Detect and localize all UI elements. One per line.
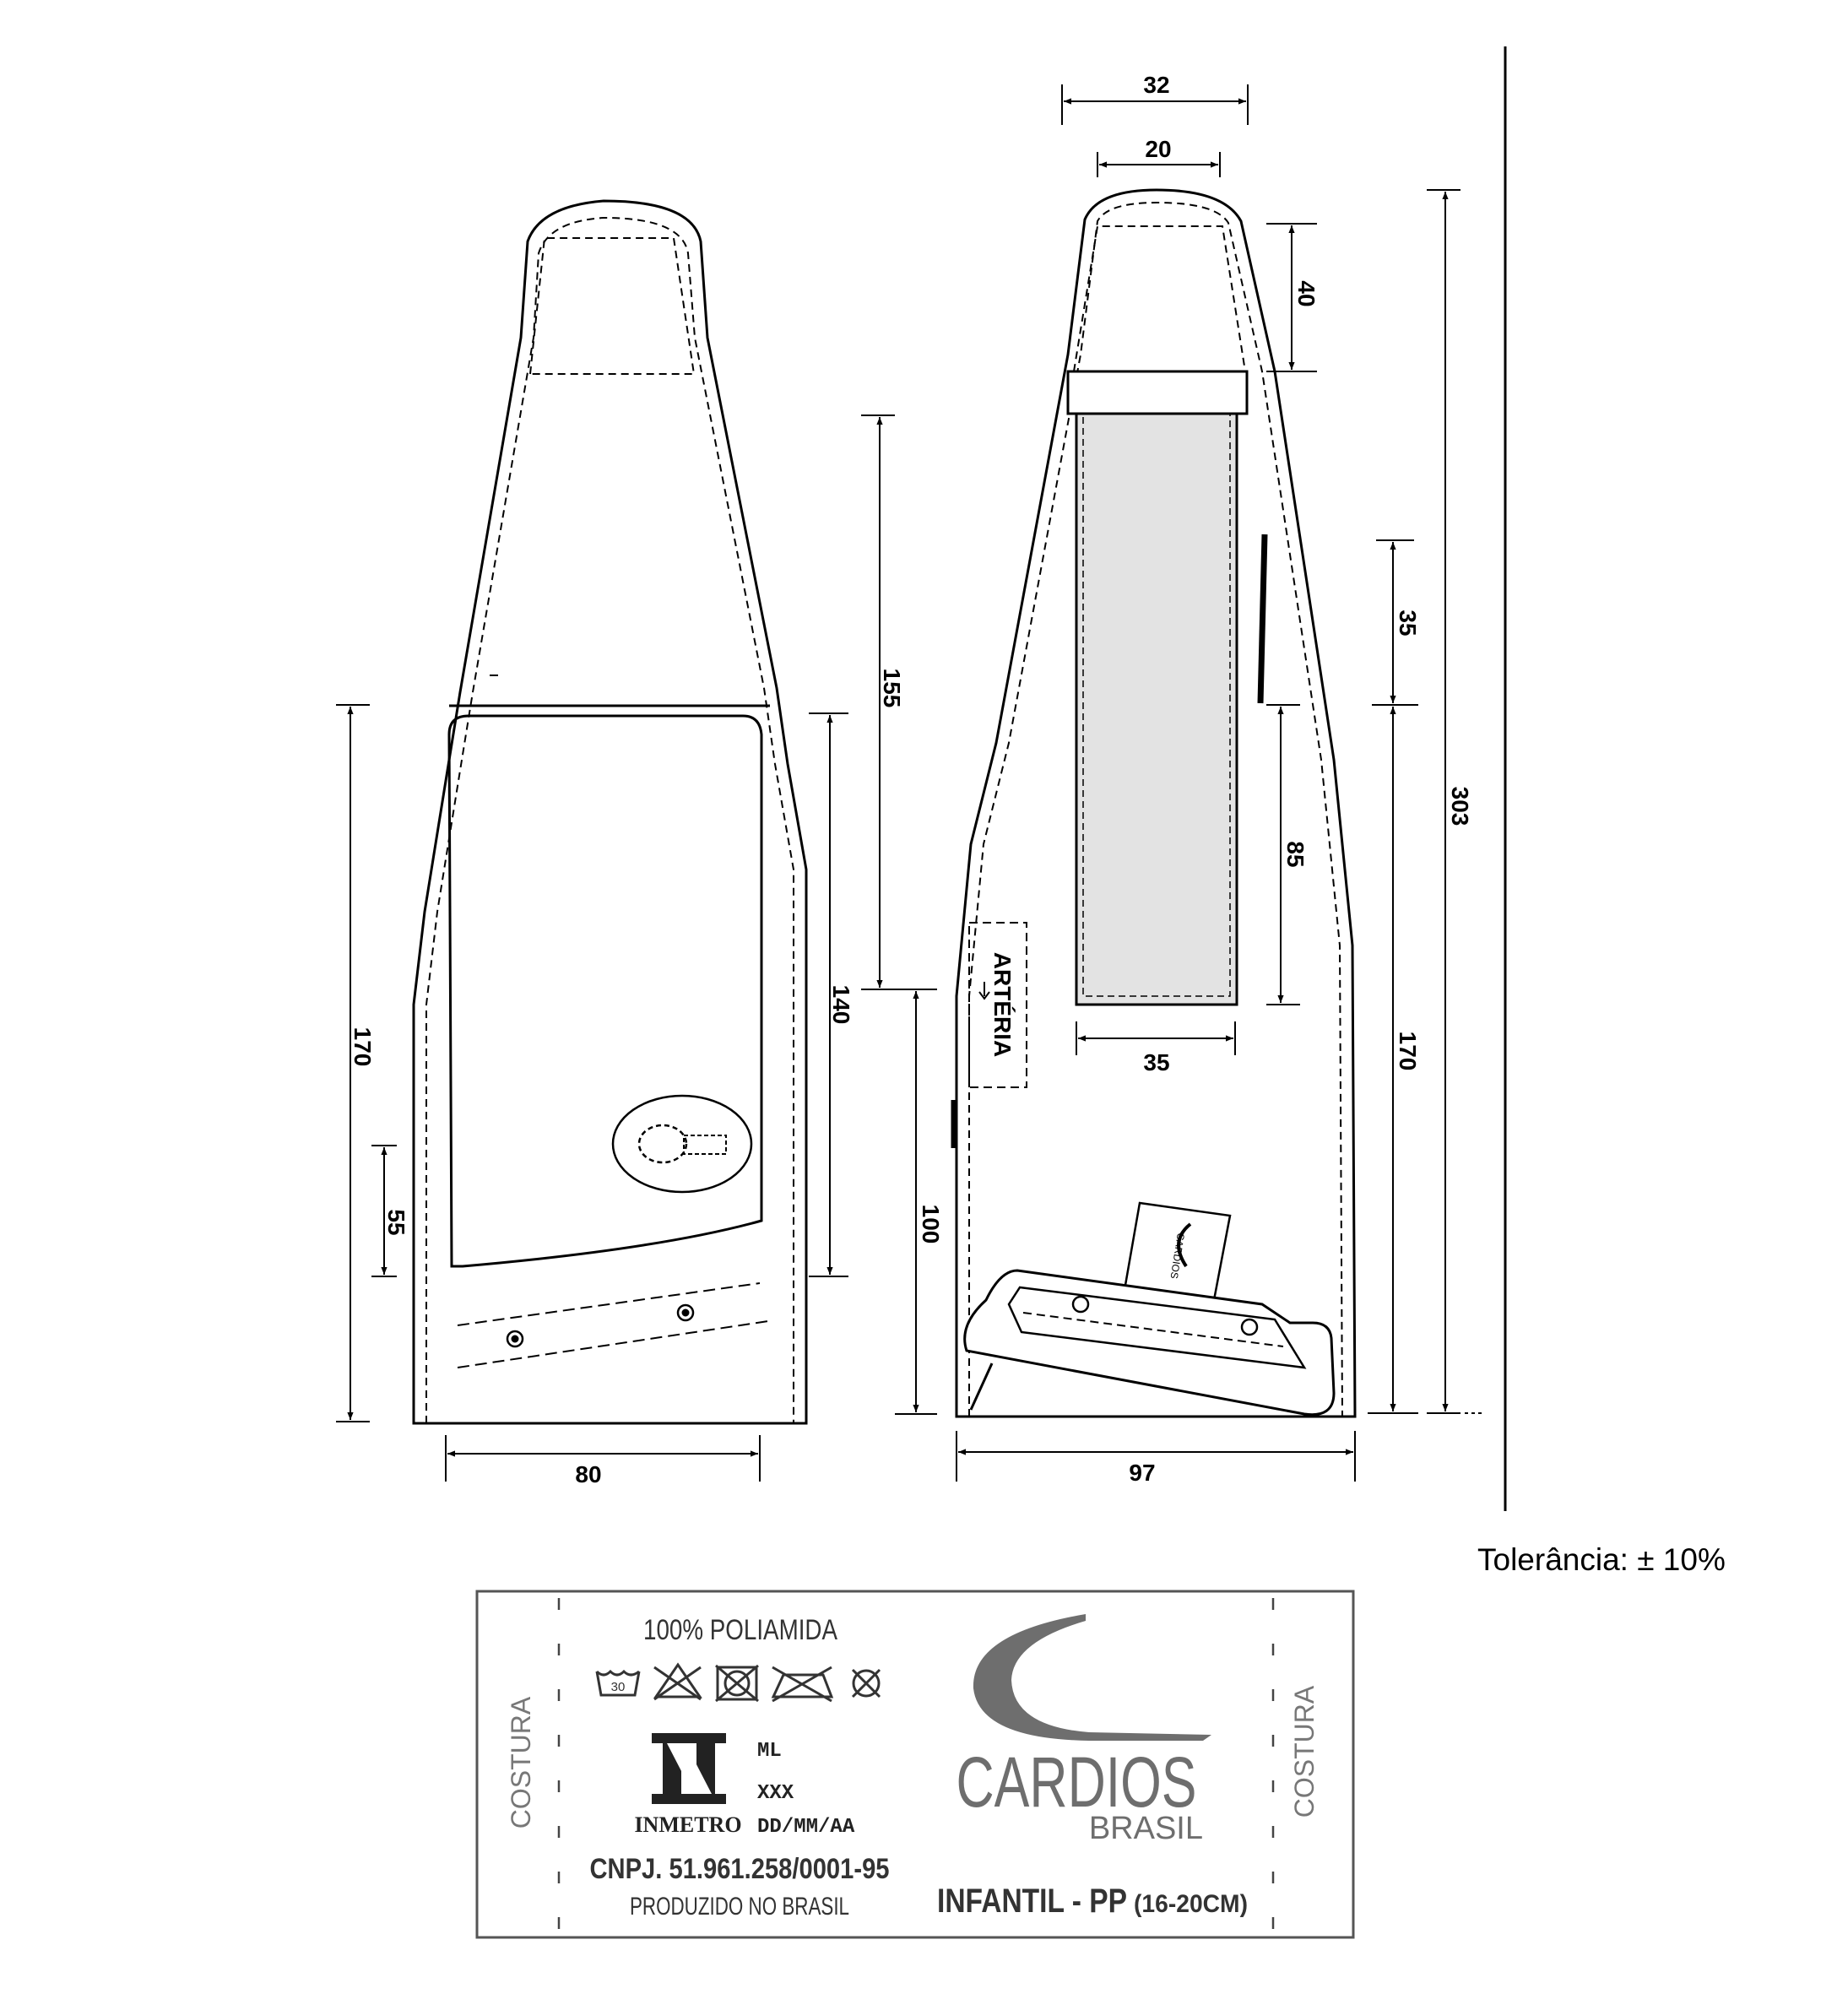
- brand-sub: BRASIL: [1089, 1811, 1203, 1846]
- label-border: [475, 1590, 1355, 1939]
- side-stitch-line: [968, 201, 1343, 1417]
- front-view: [412, 199, 808, 1425]
- front-stitch-line: [425, 216, 794, 1423]
- svg-text:30: 30: [611, 1680, 626, 1694]
- inmetro-logo-icon: [652, 1733, 726, 1804]
- dim-front-height: 170: [350, 1027, 376, 1067]
- dim-side-width: 97: [1129, 1460, 1155, 1486]
- no-iron-icon: [771, 1666, 834, 1703]
- rivet-icon: [1071, 1295, 1090, 1314]
- brand-tag: CARDIOS: [1123, 1201, 1232, 1302]
- inmetro-text: INMETRO: [634, 1812, 741, 1837]
- brand-name: CARDIOS: [957, 1742, 1197, 1822]
- product-label: COSTURA COSTURA 100% POLIAMIDA 30: [475, 1590, 1355, 1939]
- size-main: INFANTIL - PP: [937, 1883, 1127, 1920]
- dim-side-strip-width: 35: [1143, 1049, 1169, 1075]
- size-range: (16-20CM): [1134, 1890, 1248, 1918]
- no-tumble-dry-icon: [715, 1664, 759, 1703]
- side-slit: [1257, 534, 1268, 704]
- side-cap-band: [1066, 370, 1249, 415]
- dim-side-lower: 100: [918, 1205, 944, 1244]
- no-dry-clean-icon: [851, 1668, 881, 1698]
- artery-marker: [968, 922, 1027, 1088]
- side-velcro-strip: [1075, 412, 1238, 1006]
- d-ring-buckle: [963, 1269, 1336, 1417]
- origin-text: PRODUZIDO NO BRASIL: [630, 1893, 849, 1921]
- front-pocket: [447, 714, 763, 1268]
- code-xxx: XXX: [757, 1782, 794, 1805]
- rivet-icon: [506, 1330, 524, 1348]
- fabric-composition: 100% POLIAMIDA: [643, 1614, 837, 1646]
- side-outline: [955, 188, 1357, 1418]
- rivet-icon: [676, 1303, 695, 1322]
- dim-side-top-inner: 20: [1145, 136, 1171, 162]
- dim-side-cap: 40: [1293, 280, 1320, 306]
- front-dimensions: [336, 414, 895, 1482]
- dim-side-top-outer: 32: [1143, 72, 1169, 98]
- dim-front-lower: 55: [383, 1209, 409, 1235]
- no-bleach-icon: [653, 1662, 702, 1701]
- dim-side-gap: 85: [1282, 841, 1309, 867]
- tolerance-note: Tolerância: ± 10%: [1477, 1542, 1726, 1577]
- seam-label-right: COSTURA: [1289, 1685, 1320, 1818]
- dim-side-slit: 35: [1395, 610, 1421, 636]
- artery-label: ARTÉRIA: [989, 952, 1016, 1057]
- artery-arrow-icon: [978, 982, 990, 1000]
- dim-front-pocket: 140: [828, 985, 854, 1025]
- side-cap-panel: [1073, 225, 1246, 372]
- care-symbols: 30: [595, 1662, 881, 1703]
- code-date: DD/MM/AA: [757, 1816, 855, 1839]
- cnpj-text: CNPJ. 51.961.258/0001-95: [590, 1853, 890, 1885]
- front-outline: [412, 199, 808, 1425]
- wash-30-icon: 30: [595, 1669, 641, 1697]
- valve-icon: [637, 1124, 688, 1164]
- rivet-icon: [1240, 1318, 1259, 1336]
- dim-front-width: 80: [575, 1461, 601, 1487]
- side-dimensions: [895, 46, 1507, 1511]
- side-view: CARDIOS: [951, 188, 1357, 1418]
- dim-side-mid: 170: [1395, 1032, 1421, 1071]
- dim-front-upper: 155: [879, 669, 905, 708]
- front-top-panel: [528, 237, 696, 375]
- valve-outline: [611, 1094, 753, 1194]
- dim-side-total: 303: [1447, 787, 1473, 826]
- code-ml: ML: [757, 1740, 782, 1763]
- seam-label-left: COSTURA: [506, 1696, 536, 1829]
